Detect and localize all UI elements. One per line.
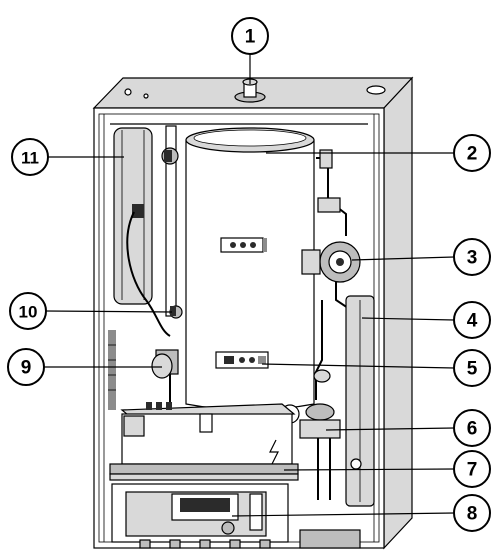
callout-label: 7 bbox=[467, 460, 478, 481]
callout-2: 2 bbox=[453, 134, 491, 172]
callout-label: 6 bbox=[467, 419, 478, 440]
leader-7 bbox=[283, 468, 455, 471]
callout-1: 1 bbox=[231, 17, 269, 55]
callout-label: 10 bbox=[19, 303, 38, 322]
callout-8: 8 bbox=[453, 494, 491, 532]
callout-label: 2 bbox=[467, 144, 478, 165]
leader-3 bbox=[351, 256, 455, 261]
callout-label: 5 bbox=[467, 359, 478, 380]
callout-9: 9 bbox=[7, 348, 45, 386]
electronics-box bbox=[109, 402, 299, 481]
expansion-vessel bbox=[113, 127, 171, 337]
callout-11: 11 bbox=[11, 138, 49, 176]
callout-label: 3 bbox=[467, 248, 478, 269]
callout-7: 7 bbox=[453, 450, 491, 488]
leader-6 bbox=[325, 427, 455, 431]
callout-label: 9 bbox=[21, 358, 32, 379]
callout-4: 4 bbox=[453, 301, 491, 339]
callout-3: 3 bbox=[453, 238, 491, 276]
left-valves bbox=[108, 305, 183, 410]
callout-label: 8 bbox=[467, 504, 478, 525]
leader-10 bbox=[45, 310, 173, 313]
callout-10: 10 bbox=[9, 292, 47, 330]
callout-label: 11 bbox=[21, 149, 39, 168]
callout-5: 5 bbox=[453, 349, 491, 387]
control-panel bbox=[111, 483, 361, 549]
right-pipework bbox=[301, 149, 375, 507]
leader-8 bbox=[231, 512, 455, 517]
hot-water-cylinder bbox=[185, 127, 315, 411]
callout-6: 6 bbox=[453, 409, 491, 447]
leader-lines bbox=[44, 54, 455, 517]
leader-5 bbox=[261, 363, 455, 369]
callout-label: 1 bbox=[245, 27, 256, 48]
callout-label: 4 bbox=[467, 311, 478, 332]
leader-4 bbox=[361, 317, 455, 321]
